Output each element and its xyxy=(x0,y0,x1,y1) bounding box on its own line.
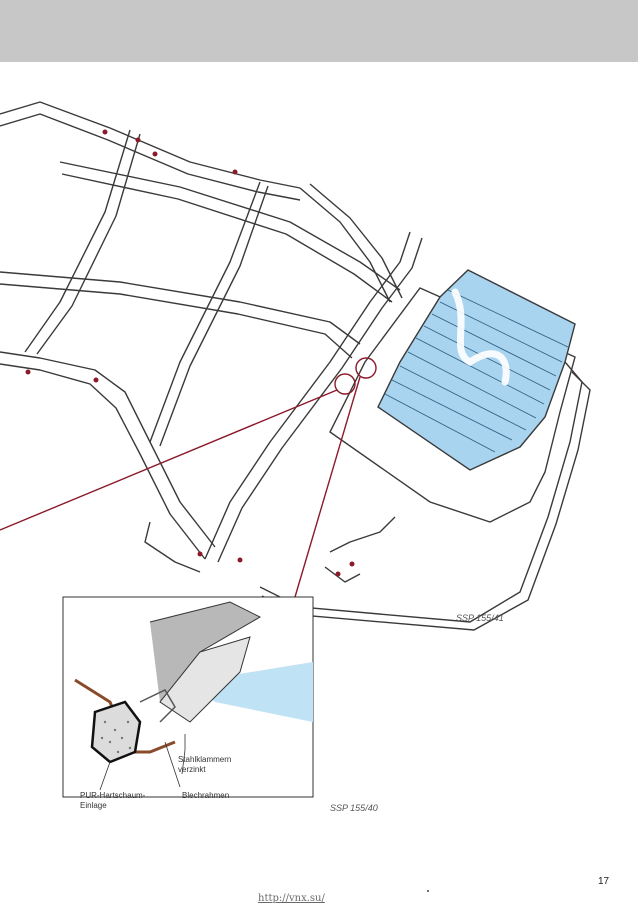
label-foam-insert-line2: Einlage xyxy=(80,801,107,810)
convertible-top-frame-illustration xyxy=(0,101,591,798)
page-number: 17 xyxy=(598,876,610,887)
label-foam-insert-line1: PUR-Hartschaum- xyxy=(80,791,146,800)
stray-dot xyxy=(427,890,429,892)
top-frame-structure xyxy=(0,101,423,583)
footer-link[interactable]: http://vnx.su/ xyxy=(258,893,325,904)
label-steel-clips: Stahlklammern verzinkt xyxy=(178,755,231,775)
label-steel-clips-line2: verzinkt xyxy=(178,765,206,774)
label-foam-insert: PUR-Hartschaum- Einlage xyxy=(80,791,145,811)
rivet-markers xyxy=(25,129,355,577)
detail-inset-box xyxy=(62,596,314,798)
label-sheet-frame: Blechrahmen xyxy=(182,791,230,800)
rear-window-assembly xyxy=(259,269,591,631)
rear-window-glass xyxy=(377,269,576,471)
figure-id-main: SSP 155/41 xyxy=(456,613,504,623)
callout-lines xyxy=(0,357,377,598)
figure-id-detail: SSP 155/40 xyxy=(330,803,378,813)
header-band xyxy=(0,0,638,62)
label-steel-clips-line1: Stahlklammern xyxy=(178,755,232,764)
